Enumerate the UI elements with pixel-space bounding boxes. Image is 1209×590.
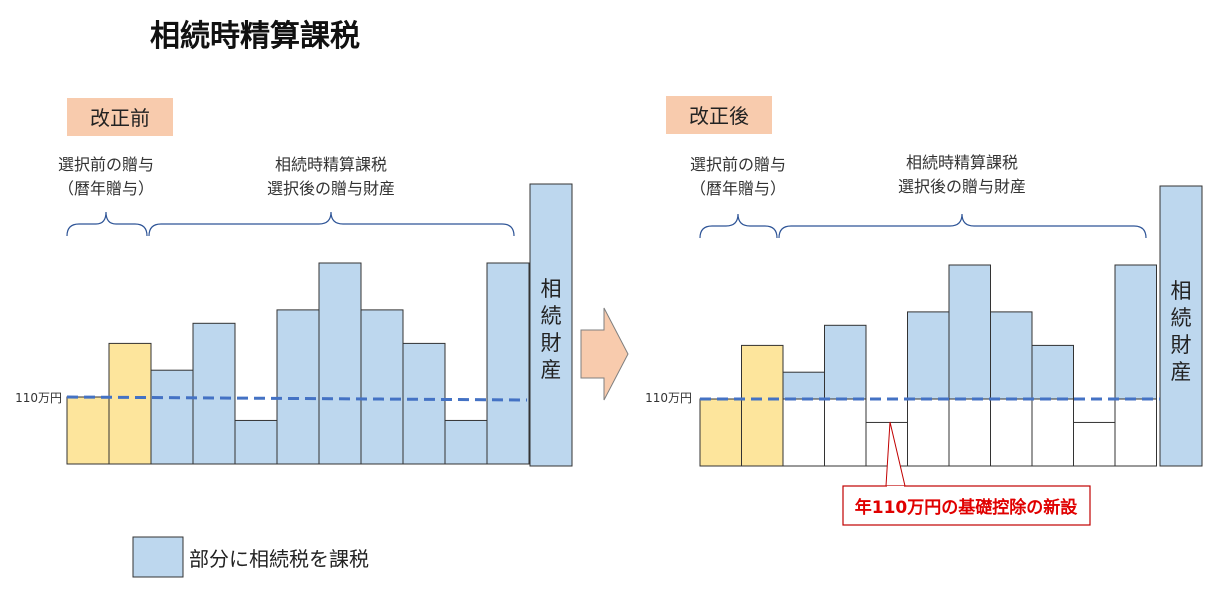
before-brace-right-line1: 相続時精算課税 — [275, 155, 387, 174]
after-bar-4-taxed — [824, 324, 867, 400]
before-bar-4 — [192, 322, 236, 465]
after-bar-11-exempt — [1114, 398, 1157, 467]
after-inheritance-char-1: 相 — [1171, 279, 1192, 303]
before-bar-11 — [486, 262, 530, 465]
after-bar-5-exempt — [865, 421, 908, 467]
after-brace-right-line2: 選択後の贈与財産 — [898, 177, 1026, 196]
after-bar-1 — [699, 398, 742, 467]
after-bars — [699, 264, 1157, 467]
after-bar-11-taxed — [1114, 264, 1157, 400]
after-brace-left-line2: （暦年贈与） — [690, 179, 786, 198]
before-bar-3 — [150, 369, 194, 465]
before-bar-1 — [66, 396, 110, 465]
transition-arrow-icon — [580, 307, 629, 401]
after-bar-3-exempt — [782, 398, 825, 467]
after-brace-left — [699, 213, 778, 239]
before-threshold-label: 110万円 — [15, 391, 62, 405]
legend-swatch — [132, 536, 184, 578]
after-tag-box — [666, 96, 772, 134]
before-panel: 改正前 選択前の贈与 （暦年贈与） 相続時精算課税 選択後の贈与財産 110万円… — [15, 98, 573, 467]
before-inheritance-bar — [529, 183, 573, 467]
after-bar-9-exempt — [1031, 398, 1074, 467]
before-brace-right — [148, 211, 515, 237]
after-bar-8-exempt — [990, 398, 1033, 467]
legend: 部分に相続税を課税 — [132, 536, 369, 578]
before-brace-left-line2: （暦年贈与） — [58, 179, 154, 198]
before-inheritance-char-4: 産 — [541, 358, 562, 382]
before-brace-left-line1: 選択前の贈与 — [58, 155, 154, 174]
before-inheritance-char-2: 続 — [541, 304, 562, 328]
after-bar-10-exempt — [1073, 421, 1116, 467]
before-bar-5 — [234, 419, 278, 465]
callout-text: 年110万円の基礎控除の新設 — [855, 497, 1078, 518]
after-bar-8-taxed — [990, 311, 1033, 400]
after-brace-right — [778, 213, 1147, 239]
after-inheritance-char-2: 続 — [1171, 306, 1192, 330]
callout-box — [842, 485, 1091, 526]
before-inheritance-char-3: 財 — [541, 331, 562, 355]
after-bar-6-exempt — [907, 398, 950, 467]
after-bar-9-taxed — [1031, 344, 1074, 400]
after-bar-4-exempt — [824, 398, 867, 467]
after-bar-7-taxed — [948, 264, 991, 400]
after-brace-left-line1: 選択前の贈与 — [690, 155, 786, 174]
before-bar-9 — [402, 342, 446, 465]
before-inheritance-char-1: 相 — [541, 277, 562, 301]
before-threshold-line — [66, 395, 528, 402]
before-brace-right-line2: 選択後の贈与財産 — [267, 179, 395, 198]
after-bar-2 — [741, 344, 784, 467]
before-bar-6 — [276, 309, 320, 465]
after-inheritance-char-3: 財 — [1171, 333, 1192, 357]
after-tag: 改正後 — [689, 104, 749, 128]
before-brace-left — [66, 211, 148, 237]
before-bar-10 — [444, 419, 488, 465]
after-bar-6-taxed — [907, 311, 950, 400]
after-inheritance-bar — [1159, 185, 1203, 467]
after-threshold-label: 110万円 — [645, 391, 692, 405]
after-bar-7-exempt — [948, 398, 991, 467]
after-brace-right-line1: 相続時精算課税 — [906, 153, 1018, 172]
before-bars — [66, 262, 530, 465]
after-panel: 改正後 選択前の贈与 （暦年贈与） 相続時精算課税 選択後の贈与財産 110万円… — [645, 96, 1203, 526]
before-bar-7 — [318, 262, 362, 465]
before-tag-box — [67, 98, 173, 136]
page-title: 相続時精算課税 — [150, 19, 360, 54]
before-bar-8 — [360, 309, 404, 465]
after-bar-3-taxed — [782, 371, 825, 400]
after-inheritance-char-4: 産 — [1171, 360, 1192, 384]
before-tag: 改正前 — [90, 106, 150, 130]
before-bar-2 — [108, 342, 152, 465]
legend-label: 部分に相続税を課税 — [189, 547, 369, 571]
